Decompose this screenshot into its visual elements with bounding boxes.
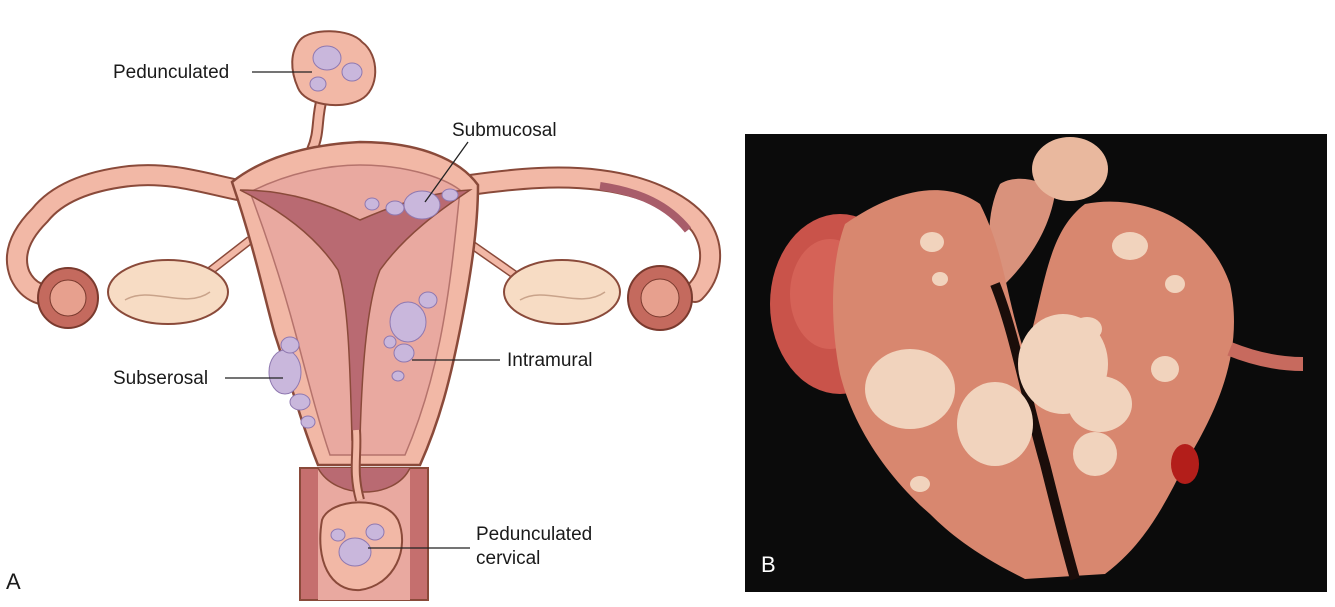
- panel-a-letter: A: [6, 569, 21, 594]
- label-pedunculated-cervical-line2: cervical: [476, 548, 541, 569]
- label-intramural: Intramural: [507, 350, 593, 371]
- specimen-fibroids: [865, 232, 1185, 492]
- uterine-cavity: [239, 189, 473, 441]
- label-subserosal: Subserosal: [113, 368, 209, 389]
- pedunculated-cervical-fibroid: [319, 501, 403, 592]
- leader-submucosal: [424, 141, 469, 203]
- label-pedunculated-cervical-line1: Pedunculated: [476, 524, 593, 545]
- submucosal-fibroids: [364, 188, 459, 220]
- label-pedunculated: Pedunculated: [113, 62, 230, 83]
- intramural-fibroids: [383, 291, 438, 382]
- subserosal-fibroids: [268, 336, 316, 429]
- uterus-diagram: [5, 30, 722, 601]
- specimen-photo: [745, 134, 1327, 592]
- right-fimbriae: [627, 265, 693, 331]
- label-submucosal: Submucosal: [452, 120, 557, 141]
- right-ovary: [503, 259, 621, 325]
- left-ovary: [107, 259, 229, 325]
- left-fimbriae: [37, 267, 99, 329]
- panel-b-letter: B: [761, 552, 776, 577]
- pedunculated-fibroid: [291, 30, 377, 107]
- specimen-illustration: [770, 137, 1304, 581]
